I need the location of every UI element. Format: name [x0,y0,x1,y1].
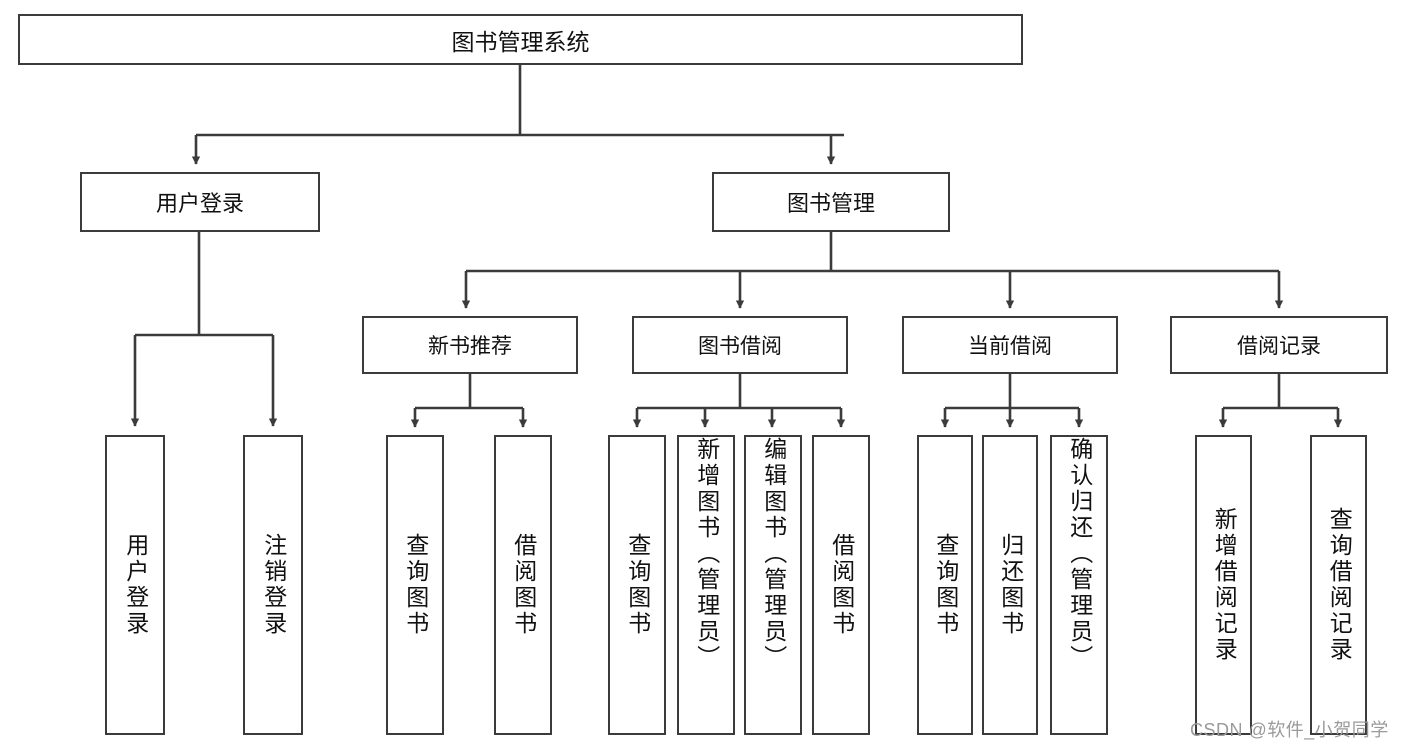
leaf-label: 编辑图书（管理员） [760,437,787,671]
csdn-watermark: CSDN @软件_小贺同学 [1190,720,1389,740]
leaf-query-book-recommend[interactable]: 查询图书 [386,435,444,735]
leaf-query-book-current[interactable]: 查询图书 [917,435,973,735]
node-label: 新书推荐 [428,335,512,358]
node-book-management[interactable]: 图书管理 [712,172,950,232]
node-user-login[interactable]: 用户登录 [80,172,320,232]
node-label: 当前借阅 [968,335,1052,358]
node-new-book-recommend[interactable]: 新书推荐 [362,316,578,374]
leaf-label: 借阅图书 [510,533,537,637]
leaf-user-login[interactable]: 用户登录 [105,435,165,735]
node-label: 图书借阅 [698,335,782,358]
leaf-confirm-return-admin[interactable]: 确认归还（管理员） [1050,435,1108,735]
node-current-borrow[interactable]: 当前借阅 [902,316,1118,374]
leaf-borrow-book[interactable]: 借阅图书 [812,435,870,735]
leaf-label: 借阅图书 [828,533,855,637]
node-root-book-management-system[interactable]: 图书管理系统 [18,14,1023,65]
node-label: 用户登录 [155,191,244,216]
leaf-add-borrow-record[interactable]: 新增借阅记录 [1195,435,1252,735]
node-label: 借阅记录 [1237,335,1321,358]
leaf-query-borrow-record[interactable]: 查询借阅记录 [1310,435,1367,735]
leaf-label: 用户登录 [122,533,149,637]
leaf-borrow-book-recommend[interactable]: 借阅图书 [494,435,552,735]
leaf-label: 确认归还（管理员） [1066,437,1093,671]
leaf-label: 新增借阅记录 [1211,507,1238,663]
leaf-label: 新增图书（管理员） [693,437,720,671]
node-borrow-record[interactable]: 借阅记录 [1170,316,1388,374]
leaf-label: 查询图书 [624,533,651,637]
leaf-label: 归还图书 [997,533,1024,637]
node-label: 图书管理系统 [451,28,590,55]
node-label: 图书管理 [786,191,875,216]
leaf-add-book-admin[interactable]: 新增图书（管理员） [677,435,735,735]
leaf-label: 注销登录 [260,533,287,637]
leaf-label: 查询图书 [932,533,959,637]
leaf-label: 查询图书 [402,533,429,637]
leaf-return-book[interactable]: 归还图书 [982,435,1038,735]
node-book-borrow[interactable]: 图书借阅 [632,316,848,374]
leaf-edit-book-admin[interactable]: 编辑图书（管理员） [744,435,802,735]
leaf-query-book-borrow[interactable]: 查询图书 [608,435,666,735]
leaf-label: 查询借阅记录 [1326,507,1353,663]
leaf-logout-login[interactable]: 注销登录 [243,435,303,735]
